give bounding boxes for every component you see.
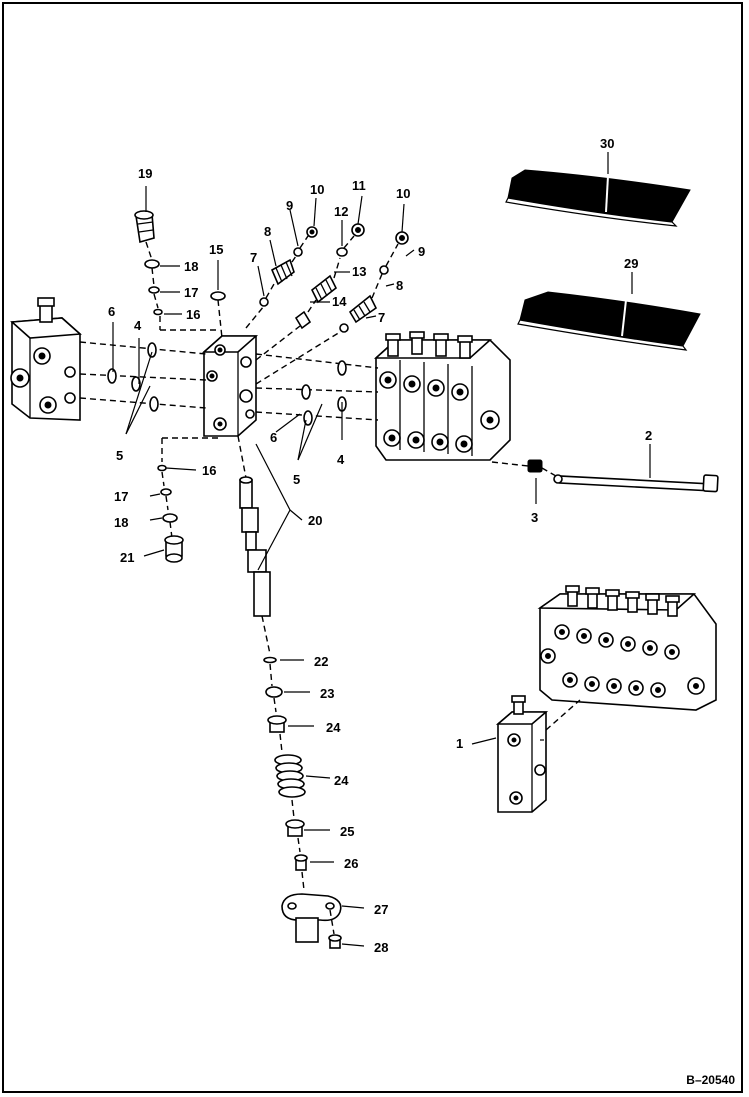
plug-21 [164,535,184,563]
callout-25: 24 [334,773,349,788]
callout-9-left: 9 [286,198,293,213]
leader-lines [112,152,651,947]
ring-16b [157,464,167,472]
callout-8-left: 8 [264,224,271,239]
ring-16a [153,308,163,316]
callout-23: 23 [320,686,334,701]
callout-28: 28 [374,940,388,955]
callouts: 1 2 3 4 4 5 5 6 6 7 7 8 8 9 9 10 10 11 1… [108,136,652,955]
relief-plug [134,210,155,244]
washer-18b [162,513,178,523]
spring-seat-24a [267,715,287,733]
washer-15 [210,291,226,301]
callout-30: 30 [600,136,614,151]
o-rings [107,342,347,426]
callout-3: 3 [531,510,538,525]
callout-7-right: 7 [378,310,385,325]
callout-7-left: 7 [250,250,257,265]
cap-27 [281,893,342,943]
callout-26: 26 [344,856,358,871]
detent-right [255,231,409,385]
bolt-26 [294,854,308,871]
spool [239,476,271,617]
callout-14: 14 [332,294,347,309]
callout-16-bottom: 16 [202,463,216,478]
figure-id: B–20540 [686,1073,735,1087]
nut [527,459,543,473]
detent-left [245,226,318,329]
callout-15: 15 [209,242,223,257]
callout-17-top: 17 [184,285,198,300]
callout-4-left: 4 [134,318,142,333]
callout-1: 1 [456,736,463,751]
callout-13: 13 [352,264,366,279]
assembly-lines [79,341,379,421]
callout-19: 19 [138,166,152,181]
callout-10-left: 10 [310,182,324,197]
valve-section [201,335,259,437]
callout-10-right: 10 [396,186,410,201]
spring-seat-24b [285,819,305,837]
end-cap-inlet [10,297,82,421]
ring-22 [263,656,277,664]
callout-21: 21 [120,550,134,565]
valve-4-spool [373,331,511,461]
washer-23 [265,686,283,698]
callout-27: 27 [374,902,388,917]
callout-8-right: 8 [396,278,403,293]
callout-9-right: 9 [418,244,425,259]
callout-18-top: 18 [184,259,198,274]
spring-25 [274,754,306,798]
washer-18a [144,259,160,269]
valve-section-small [495,695,549,813]
callout-16-top: 16 [186,307,200,322]
ring-17a [148,286,160,294]
callout-5-right: 5 [293,472,300,487]
valve-6-spool [537,585,717,711]
callout-4-right: 4 [337,452,345,467]
decal-29 [517,291,701,351]
callout-29: 29 [624,256,638,271]
callout-5-left: 5 [116,448,123,463]
callout-24-top: 24 [326,720,341,735]
screw-28 [328,934,342,949]
callout-18-bottom: 18 [114,515,128,530]
callout-6-left: 6 [108,304,115,319]
callout-12: 12 [334,204,348,219]
callout-17-bottom: 17 [114,489,128,504]
decal-30 [505,169,691,227]
callout-22: 22 [314,654,328,669]
ring-17b [160,488,172,496]
callout-11: 11 [352,178,366,193]
callout-6-right: 6 [270,430,277,445]
callout-24-bottom: 25 [340,824,354,839]
callout-2: 2 [645,428,652,443]
detent-middle [255,223,365,361]
tie-rod [553,474,719,493]
callout-20: 20 [308,513,322,528]
